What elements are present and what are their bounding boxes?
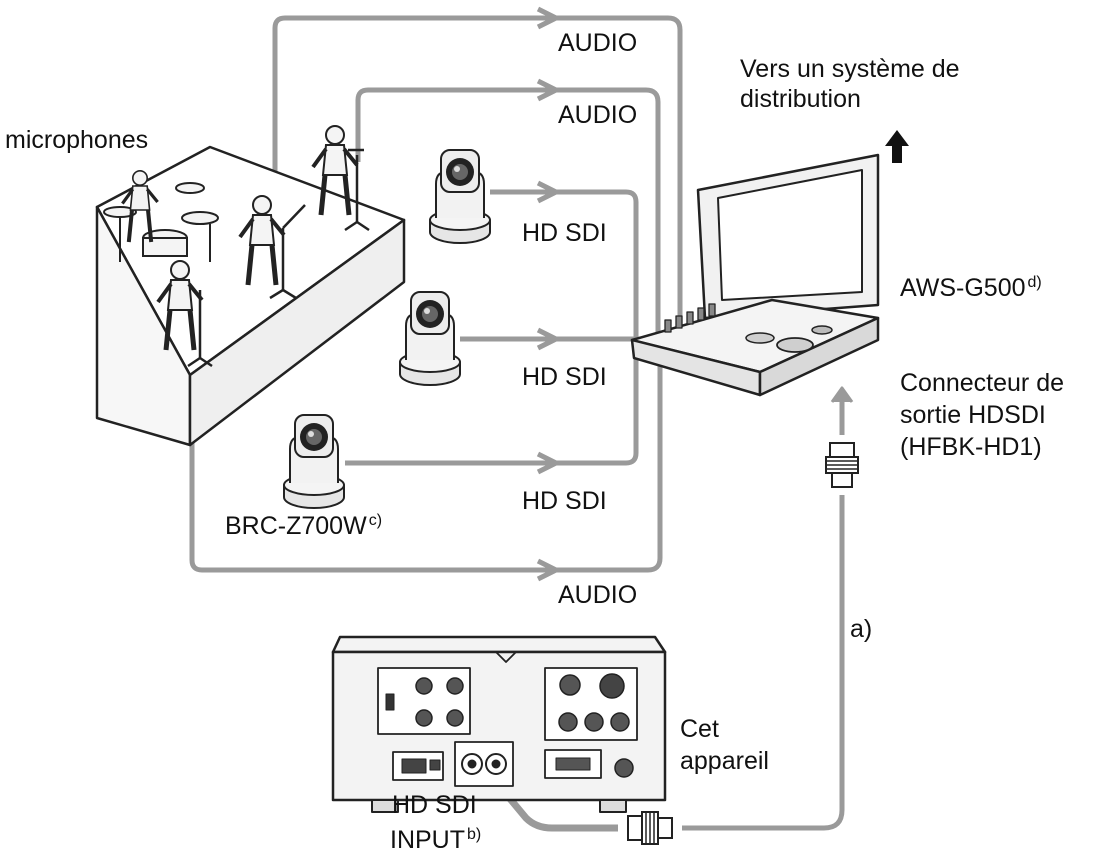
cable-note-label: a)	[850, 615, 873, 643]
camera-note: c)	[368, 512, 383, 529]
connector-label-line1: Connecteur de	[900, 369, 1065, 397]
hdsdi-label-1: HD SDI	[522, 219, 607, 247]
hdsdi-label-3: HD SDI	[522, 487, 607, 515]
recorder-device-icon	[331, 635, 667, 813]
ptz-camera-icon	[283, 414, 345, 509]
input-note: b)	[467, 826, 482, 843]
drum-kit	[103, 182, 219, 262]
hdsdi-arrow-2	[536, 327, 559, 351]
distribution-label-line1: Vers un système de	[740, 55, 960, 83]
audio-cable-2	[355, 87, 661, 345]
input-label-line1: HD SDI	[392, 791, 477, 819]
up-arrow-icon	[885, 130, 909, 163]
hdsdi-label-2: HD SDI	[522, 363, 607, 391]
audio-arrow-2	[536, 78, 559, 102]
audio-cable-3	[189, 345, 663, 573]
audio-label-2: AUDIO	[558, 101, 638, 129]
microphones-label: microphones	[5, 126, 149, 154]
stage-platform	[95, 145, 406, 447]
connector-label-line2: sortie HDSDI	[900, 401, 1046, 429]
distribution-label-line2: distribution	[740, 85, 861, 113]
bnc-connector-icon	[627, 811, 673, 845]
switcher-note: d)	[1027, 274, 1042, 291]
hdsdi-cable-1	[490, 189, 639, 345]
mic-stand-2	[344, 148, 370, 232]
hdsdi-arrow-3	[536, 451, 559, 475]
audio-label-1: AUDIO	[558, 29, 638, 57]
audio-cable-1	[272, 15, 683, 345]
bnc-connector-icon	[825, 442, 859, 488]
switcher-laptop-icon	[630, 153, 880, 397]
mic-stand-3	[187, 290, 213, 368]
ptz-camera-icon	[399, 291, 461, 386]
audio-label-3: AUDIO	[558, 581, 638, 609]
hdsdi-cable-3	[345, 345, 639, 466]
hdsdi-arrow-1	[536, 180, 559, 204]
output-arrow	[830, 386, 854, 403]
connector-label-line3: (HFBK-HD1)	[900, 433, 1042, 461]
device-label-line2: appareil	[680, 747, 769, 775]
mic-stand-1	[269, 204, 306, 300]
audio-arrow-3	[536, 558, 559, 582]
device-label-line1: Cet	[680, 715, 719, 743]
audio-arrow-1	[536, 6, 559, 30]
input-cable	[483, 767, 618, 832]
ptz-camera-icon	[429, 149, 491, 244]
